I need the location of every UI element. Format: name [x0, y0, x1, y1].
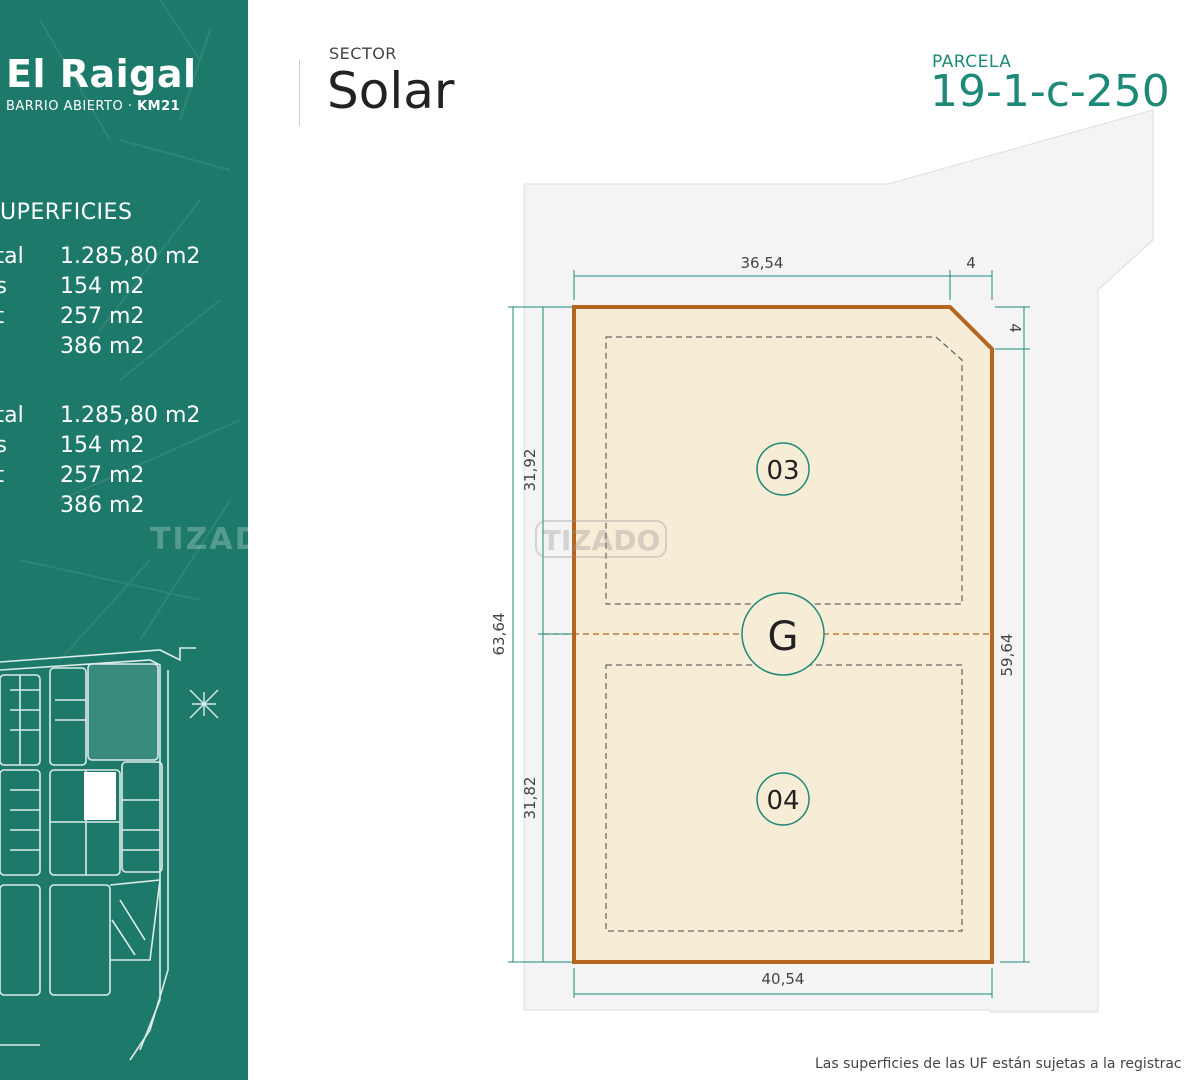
area-label: os [0, 433, 7, 458]
dimension-lines [508, 270, 1030, 998]
area-value: 257 m2 [60, 463, 145, 488]
area-value: 257 m2 [60, 304, 145, 329]
selected-lot-highlight [84, 772, 116, 820]
brand-name: El Raigal [6, 52, 197, 96]
dim-bottom-width: 40,54 [762, 970, 805, 988]
brand-subtitle-km: KM21 [137, 99, 181, 114]
area-label: os [0, 274, 7, 299]
area-value: 154 m2 [60, 274, 145, 299]
mini-site-map [0, 647, 196, 1061]
watermark-sidebar: TIZADO [150, 522, 248, 557]
dim-top-width: 36,54 [741, 254, 784, 272]
common-area-label: G [768, 614, 799, 660]
area-value: 386 m2 [60, 493, 145, 518]
unit-04-label: 04 [766, 786, 799, 816]
brand-subtitle: BARRIO ABIERTO · KM21 [6, 99, 181, 114]
area-label: otal [0, 403, 24, 428]
sector-name: Solar [327, 62, 455, 120]
dim-left-upper: 31,92 [521, 449, 539, 492]
area-value: 1.285,80 m2 [60, 244, 201, 269]
sidebar: El Raigal BARRIO ABIERTO · KM21 UPERFICI… [0, 0, 248, 1080]
foliage-background [0, 0, 241, 1061]
parcela-label: PARCELA [932, 52, 1012, 72]
unit-03-boundary [605, 336, 963, 605]
watermark-plan: TIZADO [542, 524, 661, 557]
disclaimer-text: Las superficies de las UF están sujetas … [815, 1056, 1182, 1072]
unit-04-marker [756, 772, 810, 826]
dim-chamfer-v: 4 [1006, 323, 1024, 333]
sector-label: SECTOR [329, 44, 397, 63]
dim-left-total: 63,64 [490, 613, 508, 656]
unit-03-label: 03 [766, 456, 799, 486]
unit-03-marker [756, 442, 810, 496]
header-divider [299, 60, 300, 126]
area-label: ot [0, 304, 42, 329]
common-area-marker [741, 592, 825, 676]
dim-right-total: 59,64 [998, 634, 1016, 677]
dim-chamfer-h: 4 [966, 254, 976, 272]
dim-left-lower: 31,82 [521, 777, 539, 820]
parcela-id: 19-1-c-250 [930, 66, 1170, 117]
area-value: 154 m2 [60, 433, 145, 458]
brand-subtitle-text: BARRIO ABIERTO [6, 99, 124, 114]
compass-rose-icon [189, 689, 219, 719]
area-label: ot [0, 463, 42, 488]
unit-04-boundary [605, 664, 963, 932]
area-value: 1.285,80 m2 [60, 403, 201, 428]
watermark-frame [535, 520, 667, 558]
area-label: otal [0, 244, 24, 269]
superficies-title: UPERFICIES [0, 200, 133, 225]
area-value: 386 m2 [60, 334, 145, 359]
